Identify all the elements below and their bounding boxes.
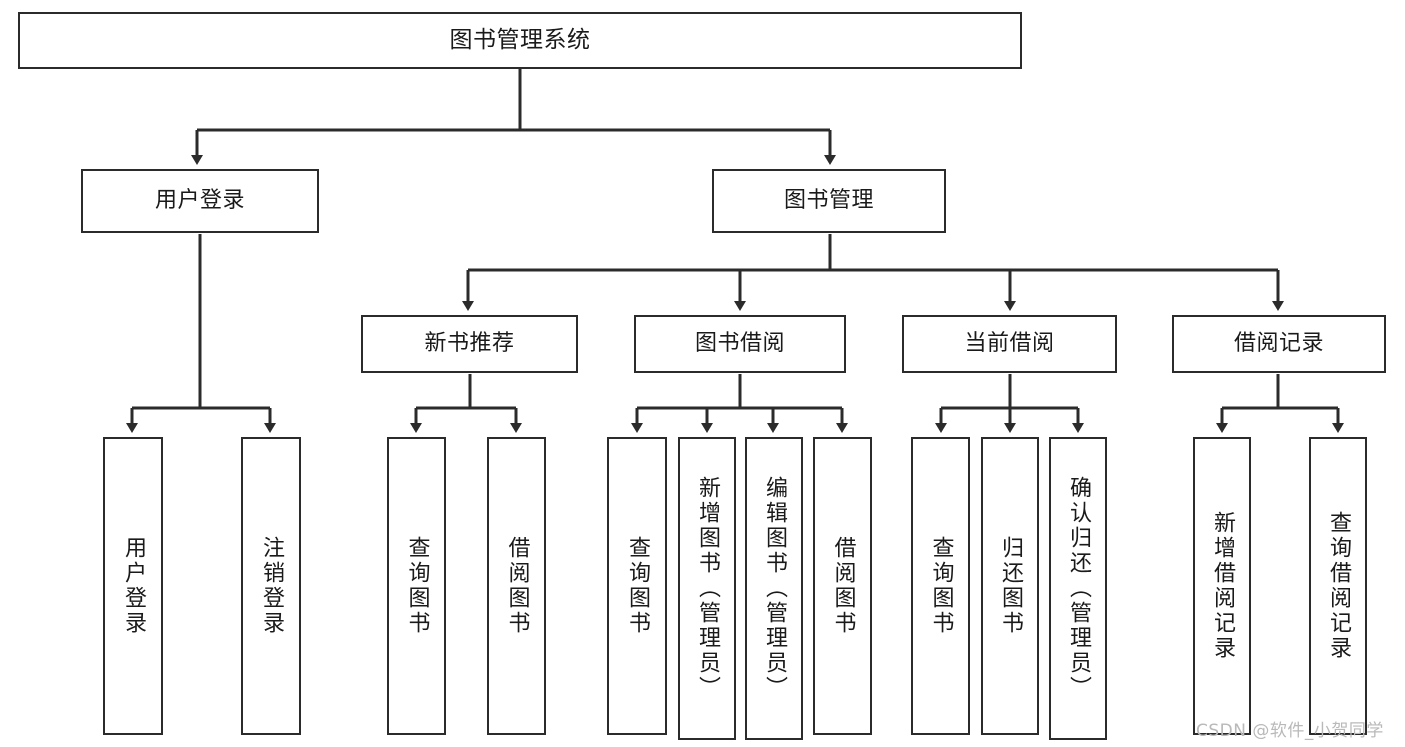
leaf-current-borrow-query-book[interactable]: 查询图书 <box>911 437 970 735</box>
node-label: 图书管理 <box>783 188 874 213</box>
node-book-management[interactable]: 图书管理 <box>712 169 946 233</box>
leaf-new-book-query-book[interactable]: 查询图书 <box>387 437 446 735</box>
node-label: 查询图书 <box>404 536 430 636</box>
leaf-user-login-logout[interactable]: 注销登录 <box>241 437 301 735</box>
leaf-book-borrow-add-book-admin[interactable]: 新增图书（管理员） <box>678 437 736 740</box>
leaf-book-borrow-query-book[interactable]: 查询图书 <box>607 437 667 735</box>
node-new-book-recommend[interactable]: 新书推荐 <box>361 315 578 373</box>
watermark: CSDN @软件_小贺同学 <box>1196 721 1384 741</box>
node-label: 归还图书 <box>998 536 1023 636</box>
node-book-borrow[interactable]: 图书借阅 <box>634 315 846 373</box>
node-label: 确认归还（管理员） <box>1066 476 1091 701</box>
leaf-current-borrow-confirm-return-admin[interactable]: 确认归还（管理员） <box>1049 437 1107 740</box>
node-label: 借阅图书 <box>504 536 530 636</box>
node-label: 新增图书（管理员） <box>695 476 720 701</box>
node-label: 查询借阅记录 <box>1326 511 1351 661</box>
leaf-book-borrow-edit-book-admin[interactable]: 编辑图书（管理员） <box>745 437 803 740</box>
node-label: 注销登录 <box>259 536 284 636</box>
node-label: 借阅记录 <box>1233 331 1324 356</box>
node-current-borrow[interactable]: 当前借阅 <box>902 315 1117 373</box>
leaf-current-borrow-return-book[interactable]: 归还图书 <box>981 437 1039 735</box>
node-label: 用户登录 <box>154 188 245 213</box>
node-label: 新增借阅记录 <box>1210 511 1235 661</box>
node-label: 查询图书 <box>928 536 954 636</box>
leaf-user-login-login[interactable]: 用户登录 <box>103 437 163 735</box>
node-label: 编辑图书（管理员） <box>762 476 787 701</box>
node-label: 查询图书 <box>625 536 650 636</box>
leaf-borrow-record-add-record[interactable]: 新增借阅记录 <box>1193 437 1251 735</box>
node-user-login[interactable]: 用户登录 <box>81 169 319 233</box>
node-label: 借阅图书 <box>830 536 856 636</box>
node-label: 新书推荐 <box>424 331 515 356</box>
node-root-book-management-system[interactable]: 图书管理系统 <box>18 12 1022 69</box>
node-label: 图书借阅 <box>694 331 785 356</box>
node-label: 用户登录 <box>121 536 146 636</box>
node-borrow-record[interactable]: 借阅记录 <box>1172 315 1386 373</box>
leaf-new-book-borrow-book[interactable]: 借阅图书 <box>487 437 546 735</box>
node-label: 图书管理系统 <box>449 27 591 53</box>
node-label: 当前借阅 <box>964 331 1055 356</box>
leaf-book-borrow-borrow-book[interactable]: 借阅图书 <box>813 437 872 735</box>
leaf-borrow-record-query-record[interactable]: 查询借阅记录 <box>1309 437 1367 735</box>
